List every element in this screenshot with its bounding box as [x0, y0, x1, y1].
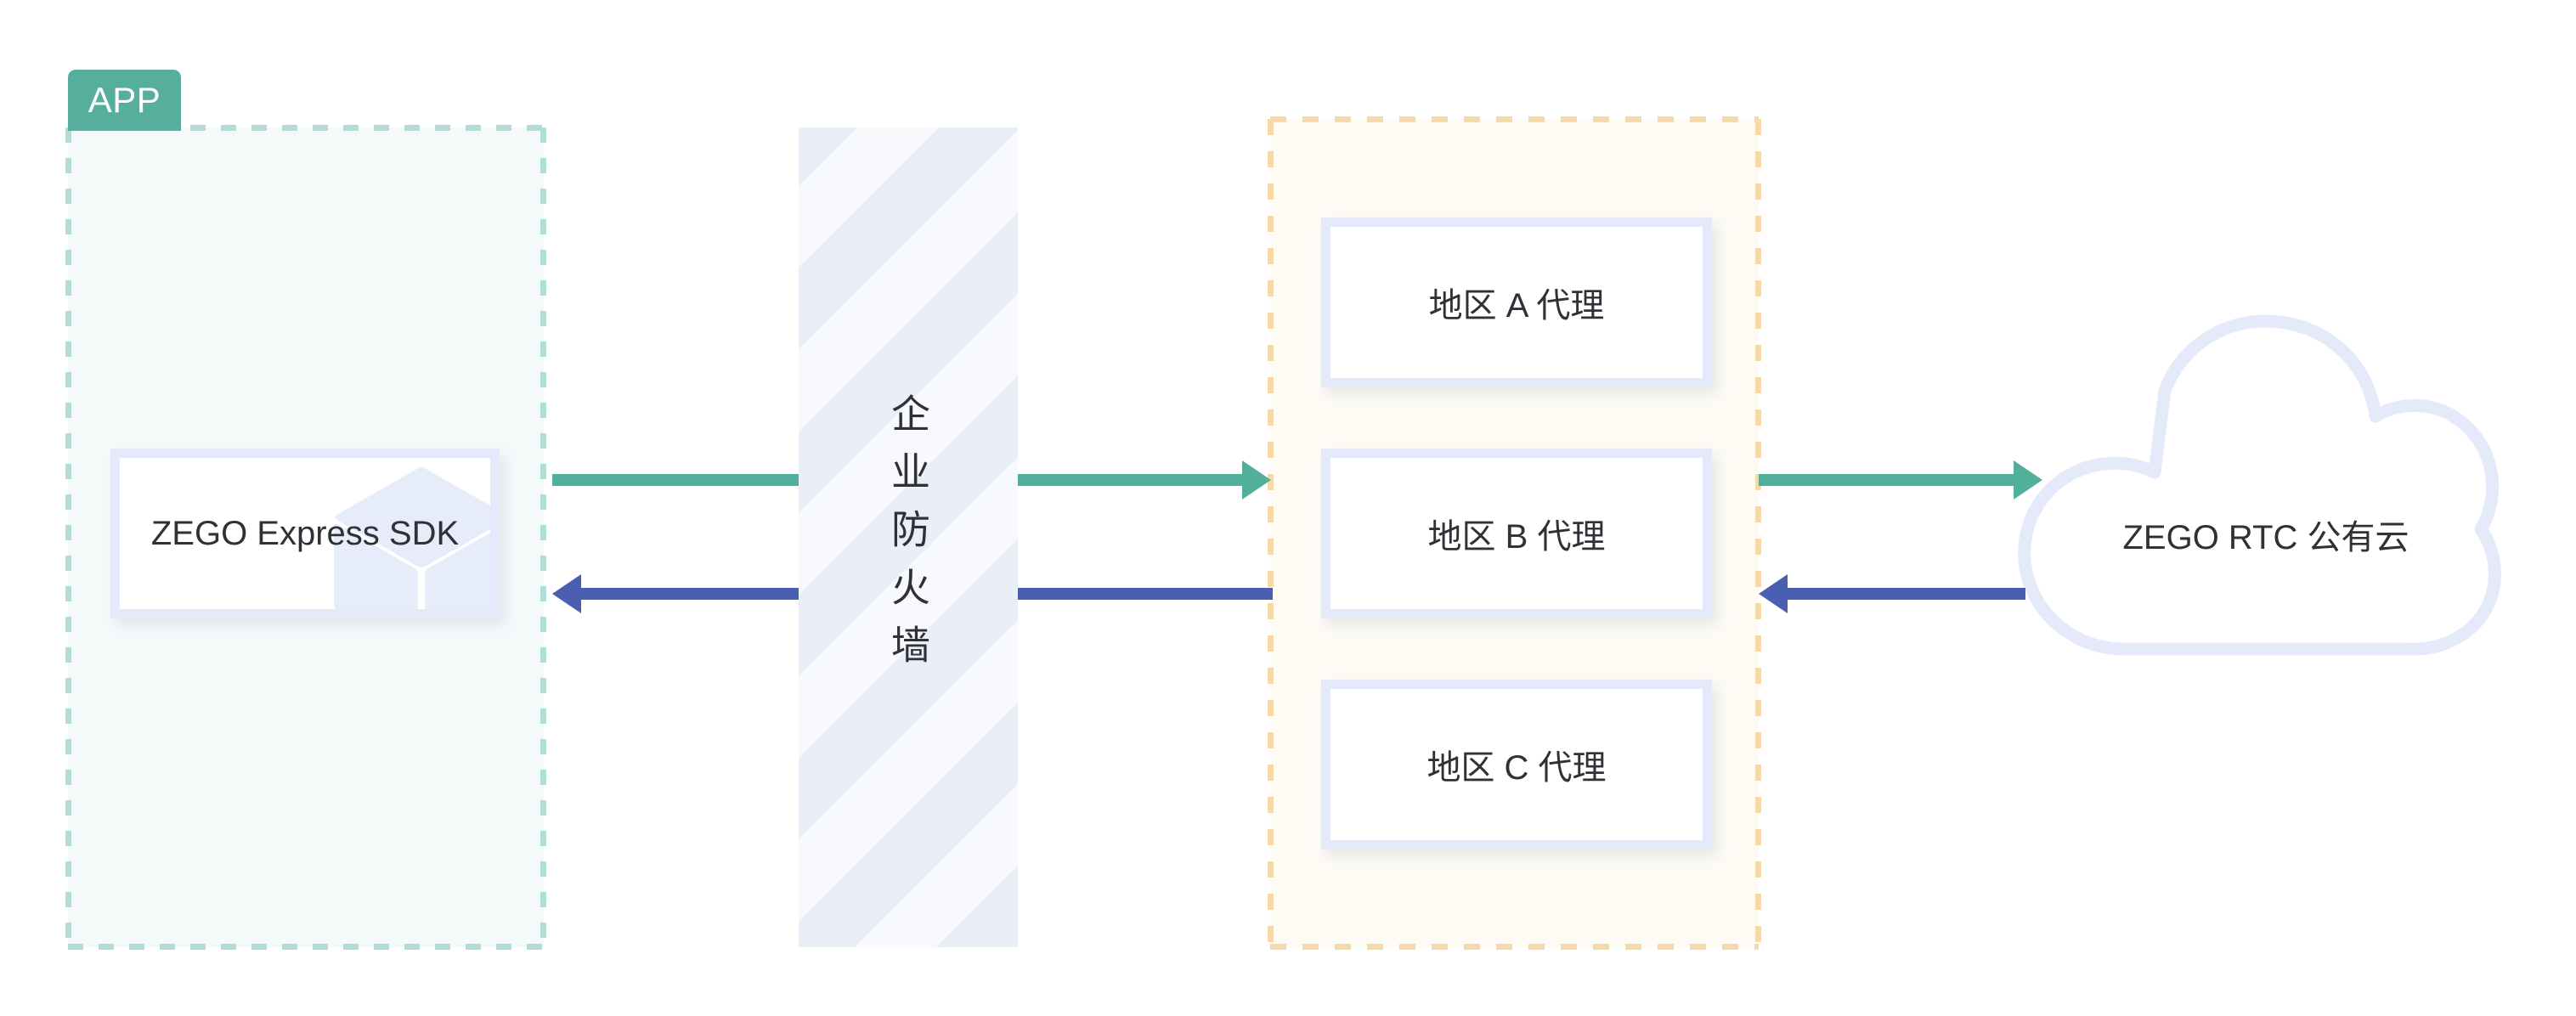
- arrow-head-left-icon: [552, 574, 581, 613]
- enterprise-firewall-column: 企业防火墙: [799, 127, 1018, 947]
- arrow-sdk-to-firewall: [552, 474, 799, 486]
- proxy-card-c: 地区 C 代理: [1321, 680, 1712, 849]
- arrow-firewall-to-proxy: [1018, 460, 1271, 500]
- arrow-proxy-to-firewall: [1018, 588, 1273, 600]
- app-badge: APP: [68, 70, 181, 131]
- app-zone-border-left: [65, 127, 71, 947]
- app-zone-border-right: [540, 127, 546, 947]
- arrow-cloud-to-proxy: [1759, 574, 2025, 613]
- app-zone-border-bottom: [68, 944, 544, 950]
- arrow-shaft: [1018, 588, 1273, 600]
- arrow-shaft: [581, 588, 799, 600]
- cloud-label: ZEGO RTC 公有云: [2122, 519, 2409, 556]
- arrow-head-right-icon: [1242, 460, 1271, 500]
- proxy-zone-border-left: [1268, 119, 1274, 947]
- proxy-card-a: 地区 A 代理: [1321, 217, 1712, 387]
- cloud-shape-icon: [1998, 313, 2534, 656]
- proxy-zone-border-top: [1270, 116, 1759, 122]
- arrow-proxy-to-cloud: [1759, 460, 2042, 500]
- firewall-label: 企业防火墙: [886, 392, 930, 682]
- sdk-card-label: ZEGO Express SDK: [150, 515, 460, 552]
- zego-rtc-public-cloud: ZEGO RTC 公有云: [1998, 313, 2534, 656]
- arrow-shaft: [1018, 474, 1242, 486]
- proxy-zone-border-bottom: [1270, 944, 1759, 950]
- proxy-zone-border-right: [1755, 119, 1761, 947]
- zego-express-sdk-card: ZEGO Express SDK: [110, 449, 500, 618]
- arrow-shaft: [1788, 588, 2025, 600]
- app-zone-border-top: [68, 125, 544, 131]
- arrow-head-left-icon: [1759, 574, 1788, 613]
- proxy-card-b: 地区 B 代理: [1321, 449, 1712, 618]
- arrow-shaft: [552, 474, 799, 486]
- arrow-firewall-to-sdk: [552, 574, 799, 613]
- arrow-shaft: [1759, 474, 2014, 486]
- arrow-head-right-icon: [2014, 460, 2042, 500]
